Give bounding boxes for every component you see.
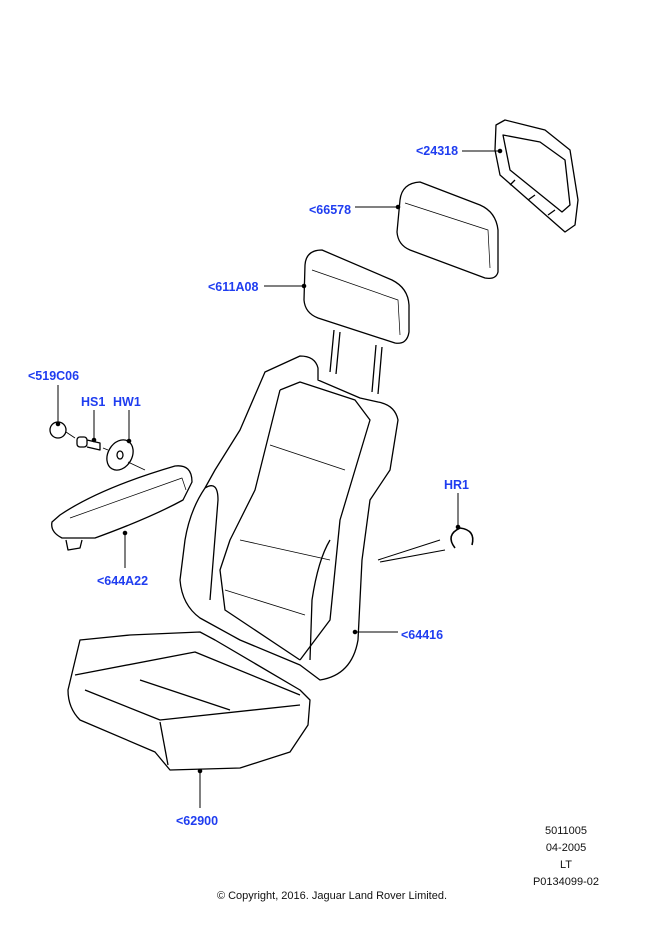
seat-back-panel — [494, 119, 579, 233]
diagram-date: 04-2005 — [545, 842, 587, 854]
armrest — [51, 465, 193, 551]
seat-backrest — [179, 355, 399, 681]
callout-24318[interactable]: <24318 — [416, 144, 459, 158]
headrest-cover — [396, 181, 499, 280]
bolt — [76, 436, 101, 451]
headrest — [303, 249, 410, 395]
callout-611A08[interactable]: <611A08 — [208, 280, 259, 294]
washer — [106, 439, 134, 471]
leader-lines — [55, 148, 503, 808]
callout-hs1[interactable]: HS1 — [81, 395, 106, 409]
callout-64416[interactable]: <64416 — [401, 628, 444, 642]
seat-cushion — [67, 631, 311, 771]
callout-66578[interactable]: <66578 — [309, 203, 352, 217]
callout-hr1[interactable]: HR1 — [444, 478, 470, 492]
callout-62900[interactable]: <62900 — [176, 814, 219, 828]
diagram-reference: P0134099-02 — [532, 876, 600, 888]
callout-644A22[interactable]: <644A22 — [97, 574, 149, 588]
copyright: © Copyright, 2016. Jaguar Land Rover Lim… — [216, 890, 448, 902]
diagram-code: 5011005 — [544, 825, 587, 837]
callout-hw1[interactable]: HW1 — [113, 395, 141, 409]
callout-519C06[interactable]: <519C06 — [28, 369, 80, 383]
clip — [450, 527, 474, 549]
diagram-side: LT — [559, 859, 573, 871]
